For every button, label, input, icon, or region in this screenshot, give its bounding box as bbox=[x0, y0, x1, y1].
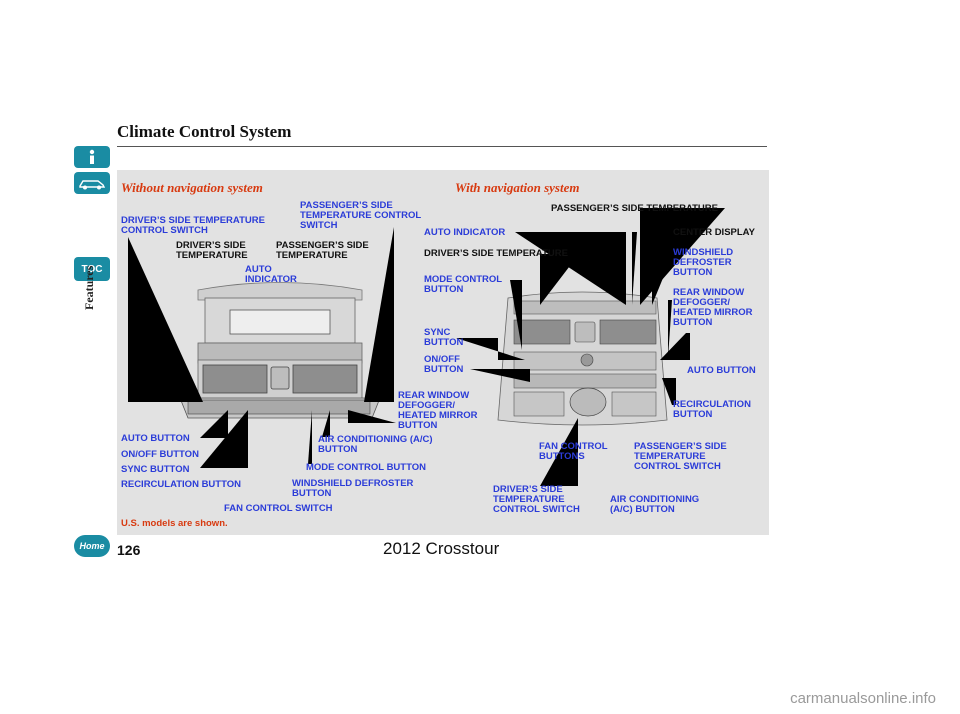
label-right-windshield-defroster: WINDSHIELD DEFROSTER BUTTON bbox=[673, 247, 734, 278]
home-label: Home bbox=[79, 541, 105, 551]
models-note: U.S. models are shown. bbox=[121, 518, 228, 529]
label-passengers-side-temp: PASSENGER’S SIDE TEMPERATURE bbox=[276, 240, 369, 261]
label-sync-button: SYNC BUTTON bbox=[121, 464, 190, 475]
label-right-drivers-temp-control-switch: DRIVER’S SIDE TEMPERATURE CONTROL SWITCH bbox=[493, 484, 580, 515]
label-auto-indicator: AUTO INDICATOR bbox=[245, 264, 297, 285]
model-name: 2012 Crosstour bbox=[383, 539, 500, 558]
toc-label: TOC bbox=[81, 263, 103, 275]
right-leader-lines bbox=[456, 208, 725, 486]
label-right-passengers-temp-control-switch: PASSENGER’S SIDE TEMPERATURE CONTROL SWI… bbox=[634, 441, 727, 472]
label-right-auto-button: AUTO BUTTON bbox=[687, 365, 756, 376]
label-fan-control-switch: FAN CONTROL SWITCH bbox=[224, 503, 333, 514]
label-right-rear-window-defogger: REAR WINDOW DEFOGGER/ HEATED MIRROR BUTT… bbox=[673, 287, 753, 328]
label-mode-control-button: MODE CONTROL BUTTON bbox=[306, 462, 426, 473]
right-heading: With navigation system bbox=[455, 180, 580, 195]
label-right-mode-control: MODE CONTROL BUTTON bbox=[424, 274, 503, 295]
toc-icon[interactable]: TOC bbox=[74, 257, 110, 281]
label-drivers-temp-control-switch: DRIVER’S SIDE TEMPERATURE CONTROL SWITCH bbox=[121, 215, 265, 236]
label-right-on-off-button: ON/OFF BUTTON bbox=[424, 354, 464, 375]
label-recirculation-button: RECIRCULATION BUTTON bbox=[121, 479, 241, 490]
label-rear-window-defogger: REAR WINDOW DEFOGGER/ HEATED MIRROR BUTT… bbox=[398, 390, 478, 431]
label-on-off-button: ON/OFF BUTTON bbox=[121, 449, 199, 460]
page-number: 126 bbox=[117, 542, 141, 558]
car-icon[interactable] bbox=[74, 172, 110, 194]
home-icon[interactable]: Home bbox=[74, 535, 110, 557]
label-air-conditioning-button: AIR CONDITIONING (A/C) BUTTON bbox=[318, 434, 433, 455]
label-windshield-defroster-button: WINDSHIELD DEFROSTER BUTTON bbox=[292, 478, 414, 499]
page-title: Climate Control System bbox=[117, 122, 292, 141]
label-passengers-temp-control-switch: PASSENGER’S SIDE TEMPERATURE CONTROL SWI… bbox=[300, 200, 422, 231]
label-center-display: CENTER DISPLAY bbox=[673, 227, 755, 238]
right-dashboard-unit bbox=[497, 291, 668, 426]
label-right-recirculation-button: RECIRCULATION BUTTON bbox=[673, 399, 751, 420]
info-icon[interactable] bbox=[74, 146, 110, 168]
label-auto-button: AUTO BUTTON bbox=[121, 433, 190, 444]
label-right-auto-indicator: AUTO INDICATOR bbox=[424, 227, 506, 238]
label-fan-control-buttons: FAN CONTROL BUTTONS bbox=[539, 441, 608, 462]
left-dashboard-unit bbox=[179, 282, 381, 419]
label-right-passengers-side-temp: PASSENGER’S SIDE TEMPERATURE bbox=[551, 203, 718, 214]
label-right-sync-button: SYNC BUTTON bbox=[424, 327, 464, 348]
left-leader-lines bbox=[128, 227, 396, 468]
label-drivers-side-temp: DRIVER’S SIDE TEMPERATURE bbox=[176, 240, 248, 261]
watermark: carmanualsonline.info bbox=[790, 690, 936, 707]
label-right-drivers-side-temp: DRIVER’S SIDE TEMPERATURE bbox=[424, 248, 568, 259]
title-divider bbox=[117, 146, 767, 147]
left-heading: Without navigation system bbox=[121, 180, 263, 195]
label-right-air-conditioning-button: AIR CONDITIONING (A/C) BUTTON bbox=[610, 494, 700, 515]
